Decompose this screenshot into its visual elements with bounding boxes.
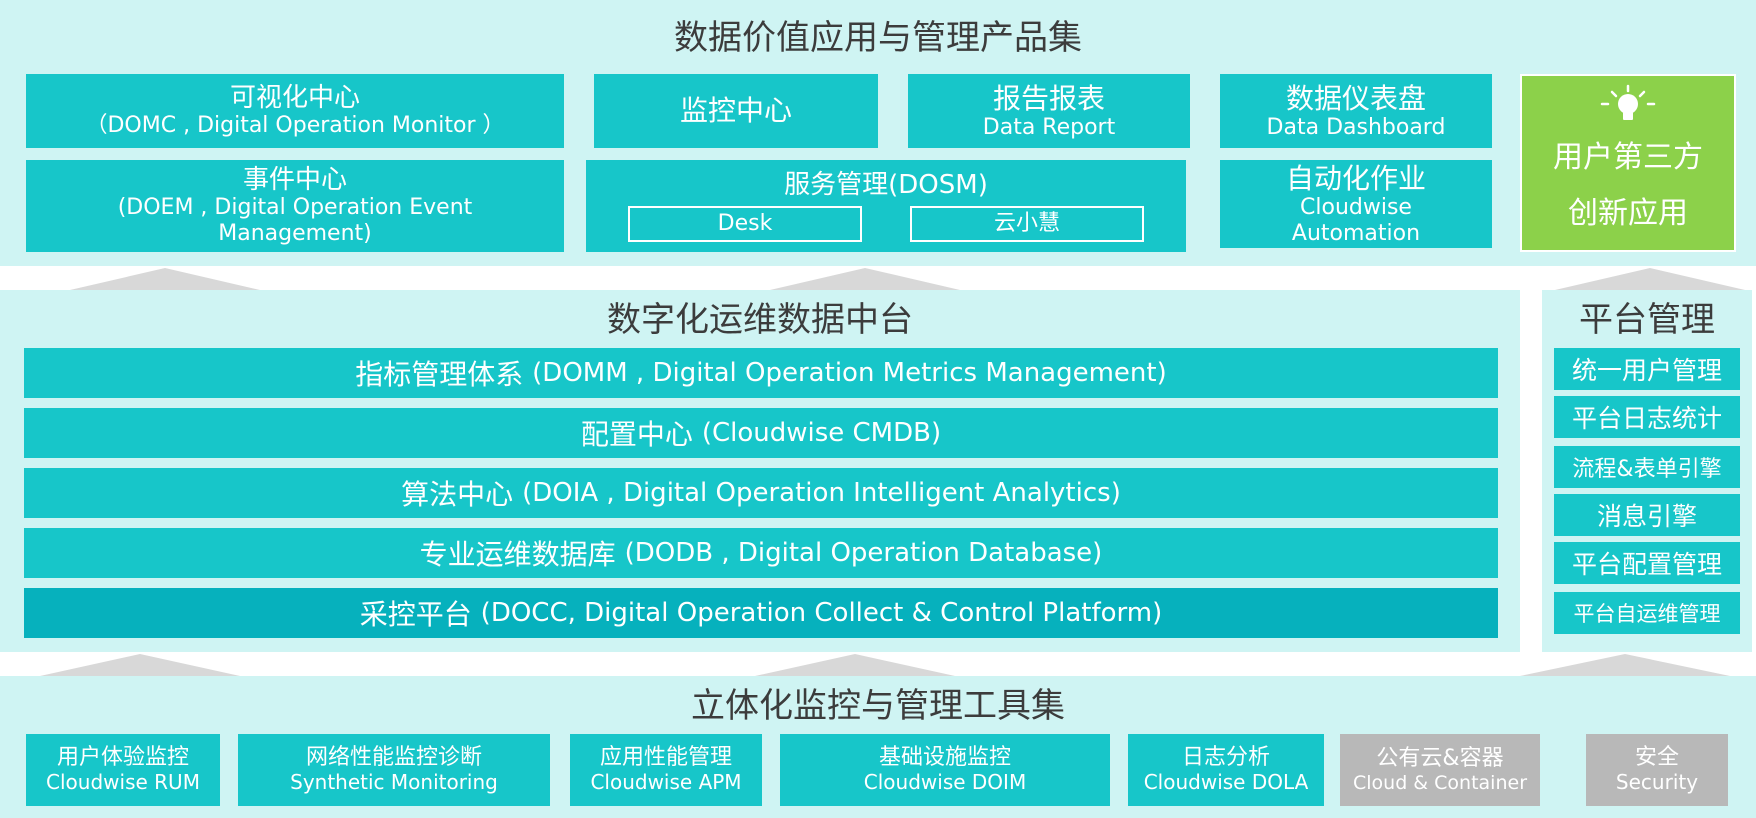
tool-apm-name: 应用性能管理	[599, 745, 732, 771]
monitor-center-box[interactable]: 监控中心	[594, 74, 878, 148]
data-report-name: 报告报表	[992, 81, 1105, 115]
tool-security-name: 安全	[1634, 745, 1679, 771]
bottom-layer-title: 立体化监控与管理工具集	[691, 686, 1065, 726]
data-report-sub: Data Report	[982, 114, 1116, 140]
workflow-form-engine-item[interactable]: 流程&表单引擎	[1554, 446, 1740, 488]
service-mgmt-name: 服务管理(DOSM)	[784, 170, 988, 200]
up-arrow-left	[70, 268, 260, 290]
third-party-box[interactable]: 用户第三方 创新应用	[1520, 74, 1736, 252]
domm-bar[interactable]: 指标管理体系 (DOMM , Digital Operation Metrics…	[24, 348, 1498, 398]
tool-rum-sub: Cloudwise RUM	[46, 770, 200, 795]
tool-doim-name: 基础设施监控	[878, 745, 1011, 771]
message-engine-item[interactable]: 消息引擎	[1554, 494, 1740, 536]
service-yunxiaohui-item[interactable]: 云小慧	[910, 206, 1144, 242]
tool-rum[interactable]: 用户体验监控 Cloudwise RUM	[26, 734, 220, 806]
dodb-sub: (DODB , Digital Operation Database)	[624, 538, 1103, 568]
tool-dola-name: 日志分析	[1181, 745, 1270, 771]
doia-bar[interactable]: 算法中心 (DOIA , Digital Operation Intellige…	[24, 468, 1498, 518]
visual-center-sub: （DOMC , Digital Operation Monitor ）	[85, 113, 505, 139]
middle-layer-panel: 数字化运维数据中台 指标管理体系 (DOMM , Digital Operati…	[0, 290, 1520, 652]
monitor-center-name: 监控中心	[679, 94, 792, 128]
third-party-line2: 创新应用	[1568, 196, 1688, 231]
cmdb-name: 配置中心	[580, 418, 693, 451]
unified-user-mgmt-item[interactable]: 统一用户管理	[1554, 348, 1740, 390]
tool-doim-sub: Cloudwise DOIM	[863, 770, 1027, 795]
domm-name: 指标管理体系	[355, 358, 524, 391]
tool-dola-sub: Cloudwise DOLA	[1143, 770, 1309, 795]
service-mgmt-box[interactable]: 服务管理(DOSM) Desk 云小慧	[586, 160, 1186, 252]
doia-sub: (DOIA , Digital Operation Intelligent An…	[522, 478, 1121, 508]
up-arrow-right	[1555, 268, 1745, 290]
data-dashboard-box[interactable]: 数据仪表盘 Data Dashboard	[1220, 74, 1492, 148]
dodb-name: 专业运维数据库	[419, 538, 616, 571]
tool-cloud-container[interactable]: 公有云&容器 Cloud & Container	[1340, 734, 1540, 806]
tool-synthetic[interactable]: 网络性能监控诊断 Synthetic Monitoring	[238, 734, 550, 806]
tool-apm[interactable]: 应用性能管理 Cloudwise APM	[570, 734, 762, 806]
visual-center-name: 可视化中心	[229, 82, 360, 113]
tool-security[interactable]: 安全 Security	[1586, 734, 1728, 806]
cmdb-sub: (Cloudwise CMDB)	[701, 418, 942, 448]
automation-name: 自动化作业	[1285, 161, 1426, 195]
tool-cloud-container-name: 公有云&容器	[1376, 745, 1504, 771]
event-center-sub: (DOEM , Digital Operation Event Manageme…	[117, 195, 473, 247]
tool-synthetic-sub: Synthetic Monitoring	[290, 770, 498, 795]
event-center-box[interactable]: 事件中心 (DOEM , Digital Operation Event Man…	[26, 160, 564, 252]
tool-rum-name: 用户体验监控	[56, 745, 189, 771]
tool-security-sub: Security	[1615, 770, 1699, 795]
visual-center-box[interactable]: 可视化中心 （DOMC , Digital Operation Monitor …	[26, 74, 564, 148]
automation-box[interactable]: 自动化作业 Cloudwise Automation	[1220, 160, 1492, 248]
up-arrow-bottom-center	[755, 654, 955, 676]
platform-mgmt-title: 平台管理	[1579, 300, 1715, 340]
event-center-name: 事件中心	[242, 164, 347, 195]
platform-config-mgmt-item[interactable]: 平台配置管理	[1554, 542, 1740, 584]
lightbulb-icon	[1600, 84, 1656, 120]
automation-sub: Cloudwise Automation	[1291, 194, 1421, 246]
top-layer-title: 数据价值应用与管理产品集	[674, 18, 1082, 58]
platform-log-stats-item[interactable]: 平台日志统计	[1554, 396, 1740, 438]
platform-mgmt-panel: 平台管理 统一用户管理 平台日志统计 流程&表单引擎 消息引擎 平台配置管理 平…	[1542, 290, 1752, 652]
service-desk-item[interactable]: Desk	[628, 206, 862, 242]
data-dashboard-name: 数据仪表盘	[1285, 81, 1426, 115]
data-report-box[interactable]: 报告报表 Data Report	[908, 74, 1190, 148]
up-arrow-bottom-left	[40, 654, 240, 676]
bottom-layer-panel: 立体化监控与管理工具集 用户体验监控 Cloudwise RUM 网络性能监控诊…	[0, 676, 1756, 818]
middle-layer-title: 数字化运维数据中台	[607, 300, 913, 340]
dodb-bar[interactable]: 专业运维数据库 (DODB , Digital Operation Databa…	[24, 528, 1498, 578]
top-layer-panel: 数据价值应用与管理产品集 可视化中心 （DOMC , Digital Opera…	[0, 0, 1756, 266]
cmdb-bar[interactable]: 配置中心 (Cloudwise CMDB)	[24, 408, 1498, 458]
third-party-line1: 用户第三方	[1553, 140, 1703, 175]
up-arrow-center	[770, 268, 960, 290]
tool-doim[interactable]: 基础设施监控 Cloudwise DOIM	[780, 734, 1110, 806]
domm-sub: (DOMM , Digital Operation Metrics Manage…	[532, 358, 1167, 388]
doia-name: 算法中心	[401, 478, 514, 511]
tool-dola[interactable]: 日志分析 Cloudwise DOLA	[1128, 734, 1324, 806]
docc-bar[interactable]: 采控平台 (DOCC, Digital Operation Collect & …	[24, 588, 1498, 638]
up-arrow-bottom-right	[1520, 654, 1730, 676]
tool-synthetic-name: 网络性能监控诊断	[305, 745, 482, 771]
tool-cloud-container-sub: Cloud & Container	[1352, 771, 1527, 794]
data-dashboard-sub: Data Dashboard	[1266, 114, 1446, 140]
tool-apm-sub: Cloudwise APM	[590, 770, 742, 795]
docc-sub: (DOCC, Digital Operation Collect & Contr…	[480, 598, 1163, 628]
docc-name: 采控平台	[359, 598, 472, 631]
platform-self-ops-item[interactable]: 平台自运维管理	[1554, 592, 1740, 634]
